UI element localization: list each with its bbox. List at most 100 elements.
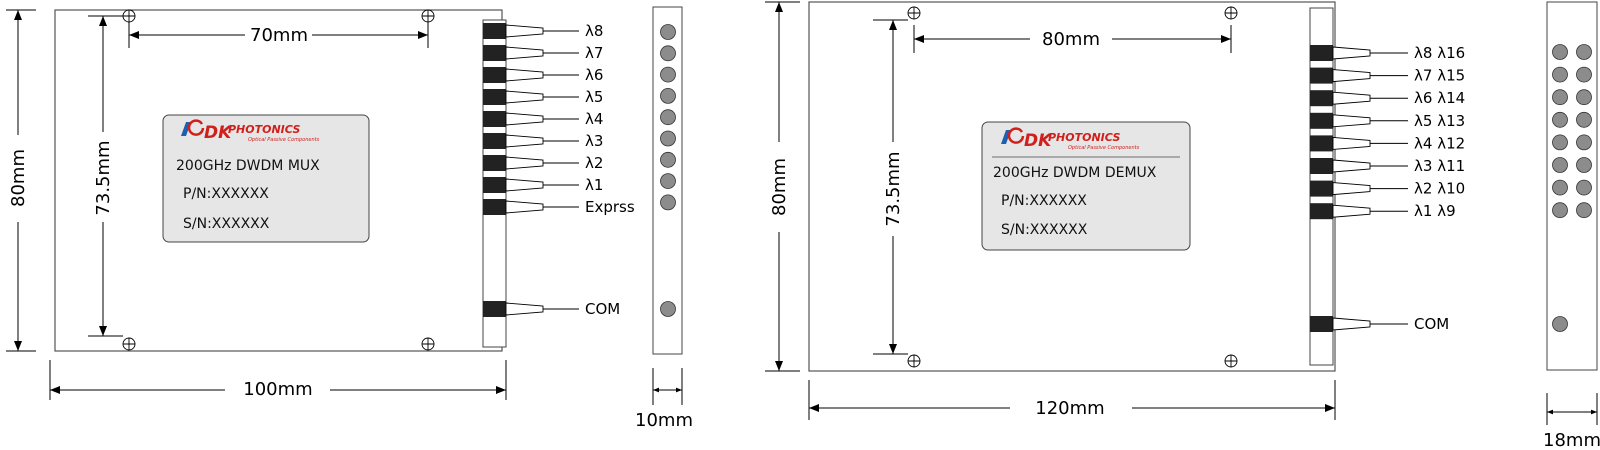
port-block — [1310, 316, 1333, 332]
fiber-port: λ8 — [483, 22, 603, 40]
demux-height-label: 80mm — [769, 158, 790, 216]
dk-logo-icon — [181, 119, 205, 136]
mux-pn-text: P/N:XXXXXX — [183, 186, 269, 202]
mux-logo-text: DK — [204, 123, 233, 143]
port-hole-icon — [1552, 157, 1568, 173]
port-hole-icon — [660, 45, 676, 62]
mux-sn-text: S/N:XXXXXX — [183, 216, 270, 232]
port-hole-icon — [660, 88, 676, 104]
fiber-boot-icon — [1332, 317, 1371, 331]
fiber-boot-icon — [505, 302, 544, 316]
demux-side-width-label: 18mm — [1543, 430, 1600, 450]
demux-inner-height-label: 73.5mm — [883, 151, 904, 226]
demux-model-text: 200GHz DWDM DEMUX — [993, 165, 1157, 181]
port-hole-icon — [1552, 316, 1568, 332]
port-hole-icon — [1552, 44, 1568, 60]
port-label: COM — [585, 300, 620, 318]
fiber-boot-icon — [1332, 69, 1371, 83]
fiber-boot-icon — [505, 156, 544, 170]
port-block — [483, 89, 506, 105]
fiber-boot-icon — [505, 46, 544, 60]
mux-width-dimension — [49, 360, 507, 400]
mux-side-ports — [660, 24, 676, 317]
port-hole-icon — [1552, 134, 1568, 151]
fiber-port: COM — [483, 300, 620, 318]
port-hole-icon — [660, 66, 676, 83]
port-block — [1310, 67, 1333, 84]
mux-hole-spacing-label: 70mm — [250, 25, 308, 46]
demux-side-width-dimension — [1546, 393, 1598, 425]
port-hole-icon — [1576, 202, 1592, 219]
mux-mounting-holes — [122, 9, 435, 351]
port-label: λ1 — [585, 176, 603, 194]
port-label: λ4 λ12 — [1414, 134, 1465, 152]
fiber-port: λ8 λ16 — [1310, 44, 1465, 62]
port-label: λ8 — [585, 22, 603, 40]
port-block — [483, 111, 506, 127]
port-hole-icon — [1576, 111, 1592, 128]
mux-inner-height-dimension — [88, 15, 123, 337]
port-block — [483, 177, 506, 193]
port-hole-icon — [1576, 134, 1592, 151]
fiber-boot-icon — [1332, 114, 1371, 128]
mux-logo-subtext: PHOTONICS — [228, 123, 300, 136]
port-label: λ5 λ13 — [1414, 112, 1465, 130]
fiber-port: Exprss — [483, 198, 635, 216]
demux-logo-text: DK — [1024, 131, 1053, 151]
fiber-port: λ7 λ15 — [1310, 67, 1465, 85]
fiber-port: λ2 λ10 — [1310, 180, 1465, 198]
port-label: λ2 λ10 — [1414, 180, 1465, 198]
demux-logo-subtext: PHOTONICS — [1048, 131, 1120, 144]
port-label: λ8 λ16 — [1414, 44, 1465, 62]
dk-logo-icon — [1001, 127, 1025, 144]
fiber-boot-icon — [505, 68, 544, 82]
mux-inner-height-label: 73.5mm — [93, 140, 114, 215]
port-label: λ7 λ15 — [1414, 67, 1465, 85]
port-block — [483, 23, 506, 39]
mux-hole-spacing-dimension — [128, 22, 429, 48]
fiber-port: λ3 — [483, 132, 603, 150]
port-block — [483, 301, 506, 317]
mux-height-dimension — [6, 9, 36, 352]
fiber-boot-icon — [505, 178, 544, 192]
fiber-port: COM — [1310, 315, 1449, 333]
demux-com-port: COM — [1310, 315, 1449, 333]
fiber-boot-icon — [505, 24, 544, 38]
port-block — [483, 45, 506, 61]
fiber-port: λ1 λ9 — [1310, 202, 1456, 220]
demux-width-label: 120mm — [1035, 398, 1104, 419]
port-label: λ5 — [585, 88, 603, 106]
demux-label-plate: DK PHOTONICS Optical Passive Components … — [981, 121, 1191, 251]
port-block — [483, 199, 506, 215]
port-label: λ3 — [585, 132, 603, 150]
demux-pn-text: P/N:XXXXXX — [1001, 193, 1087, 209]
fiber-boot-icon — [505, 112, 544, 126]
port-block — [1310, 112, 1333, 129]
port-block — [1310, 203, 1333, 220]
port-hole-icon — [660, 24, 676, 40]
demux-inner-height-dimension — [873, 19, 908, 355]
mux-device: 70mm 73.5mm 80mm 100mm — [6, 6, 693, 431]
fiber-boot-icon — [505, 200, 544, 214]
port-label: Exprss — [585, 198, 635, 216]
port-hole-icon — [1576, 179, 1592, 196]
port-hole-icon — [660, 194, 676, 211]
fiber-port: λ4 — [483, 110, 603, 128]
port-hole-icon — [1552, 89, 1568, 106]
port-label: λ6 λ14 — [1414, 89, 1465, 107]
mux-label-plate: DK PHOTONICS Optical Passive Components … — [162, 114, 370, 243]
fiber-port: λ5 — [483, 88, 603, 106]
fiber-port: λ1 — [483, 176, 603, 194]
port-hole-icon — [1576, 89, 1592, 106]
fiber-boot-icon — [1332, 182, 1371, 196]
mux-height-label: 80mm — [8, 149, 29, 207]
demux-side-ports — [1552, 44, 1592, 332]
port-block — [1310, 90, 1333, 107]
port-block — [1310, 135, 1333, 152]
demux-width-dimension — [808, 380, 1336, 420]
port-hole-icon — [660, 130, 676, 147]
port-label: λ4 — [585, 110, 603, 128]
port-hole-icon — [1552, 111, 1568, 128]
